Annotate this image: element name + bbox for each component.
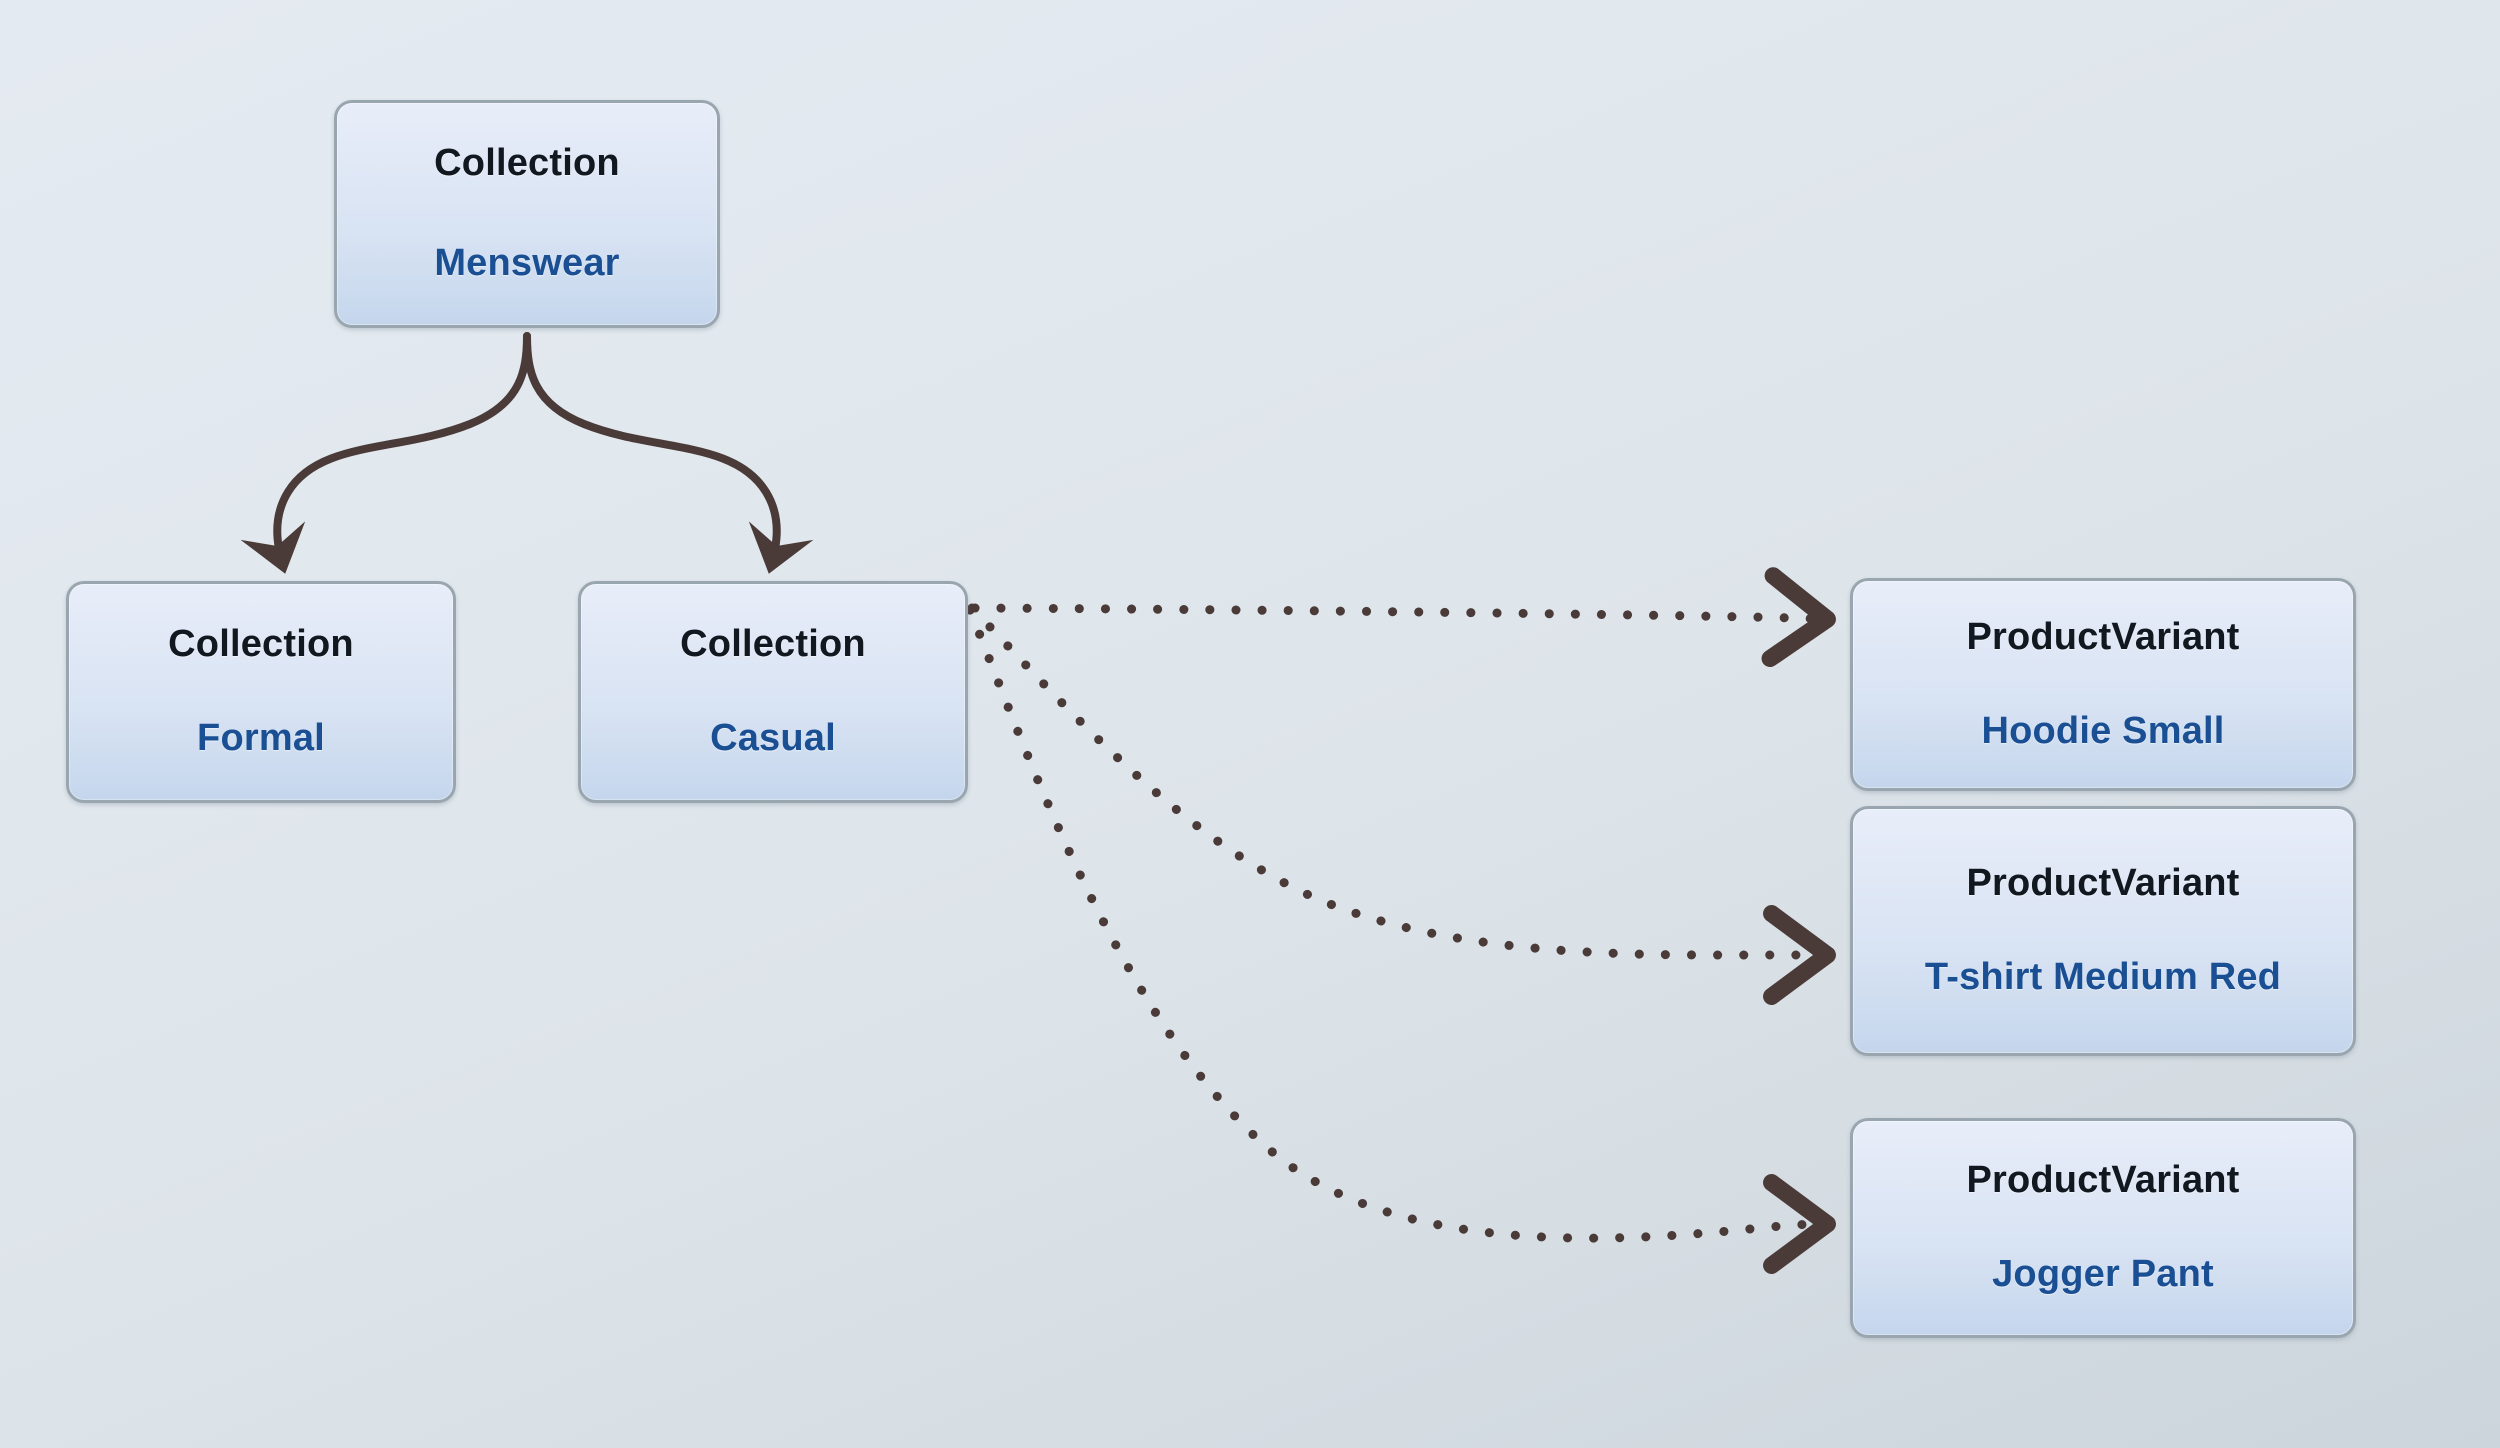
node-collection-formal[interactable]: Collection Formal bbox=[66, 581, 456, 803]
node-name-label: Menswear bbox=[434, 242, 620, 284]
node-type-label: ProductVariant bbox=[1966, 1159, 2240, 1202]
node-collection-casual[interactable]: Collection Casual bbox=[578, 581, 968, 803]
node-name-label: Casual bbox=[710, 717, 836, 759]
node-productvariant-tshirt-medium-red[interactable]: ProductVariant T-shirt Medium Red bbox=[1850, 806, 2356, 1056]
node-type-label: Collection bbox=[680, 623, 866, 666]
edge-menswear-to-formal bbox=[240, 332, 531, 574]
node-type-label: ProductVariant bbox=[1966, 862, 2240, 905]
node-type-label: Collection bbox=[168, 623, 354, 666]
node-productvariant-hoodie-small[interactable]: ProductVariant Hoodie Small bbox=[1850, 578, 2356, 791]
node-collection-menswear[interactable]: Collection Menswear bbox=[334, 100, 720, 328]
node-name-label: Hoodie Small bbox=[1981, 709, 2225, 752]
node-name-label: Formal bbox=[197, 717, 325, 759]
node-name-label: Jogger Pant bbox=[1992, 1253, 2214, 1295]
node-productvariant-jogger-pant[interactable]: ProductVariant Jogger Pant bbox=[1850, 1118, 2356, 1338]
node-name-label: T-shirt Medium Red bbox=[1924, 956, 2282, 998]
edge-casual-to-tshirt bbox=[967, 603, 1836, 1005]
node-type-label: Collection bbox=[434, 142, 620, 185]
edge-casual-to-hoodie bbox=[970, 567, 1836, 668]
edge-menswear-to-casual bbox=[523, 332, 814, 574]
edge-casual-to-jogger bbox=[965, 605, 1836, 1274]
node-type-label: ProductVariant bbox=[1966, 615, 2240, 658]
